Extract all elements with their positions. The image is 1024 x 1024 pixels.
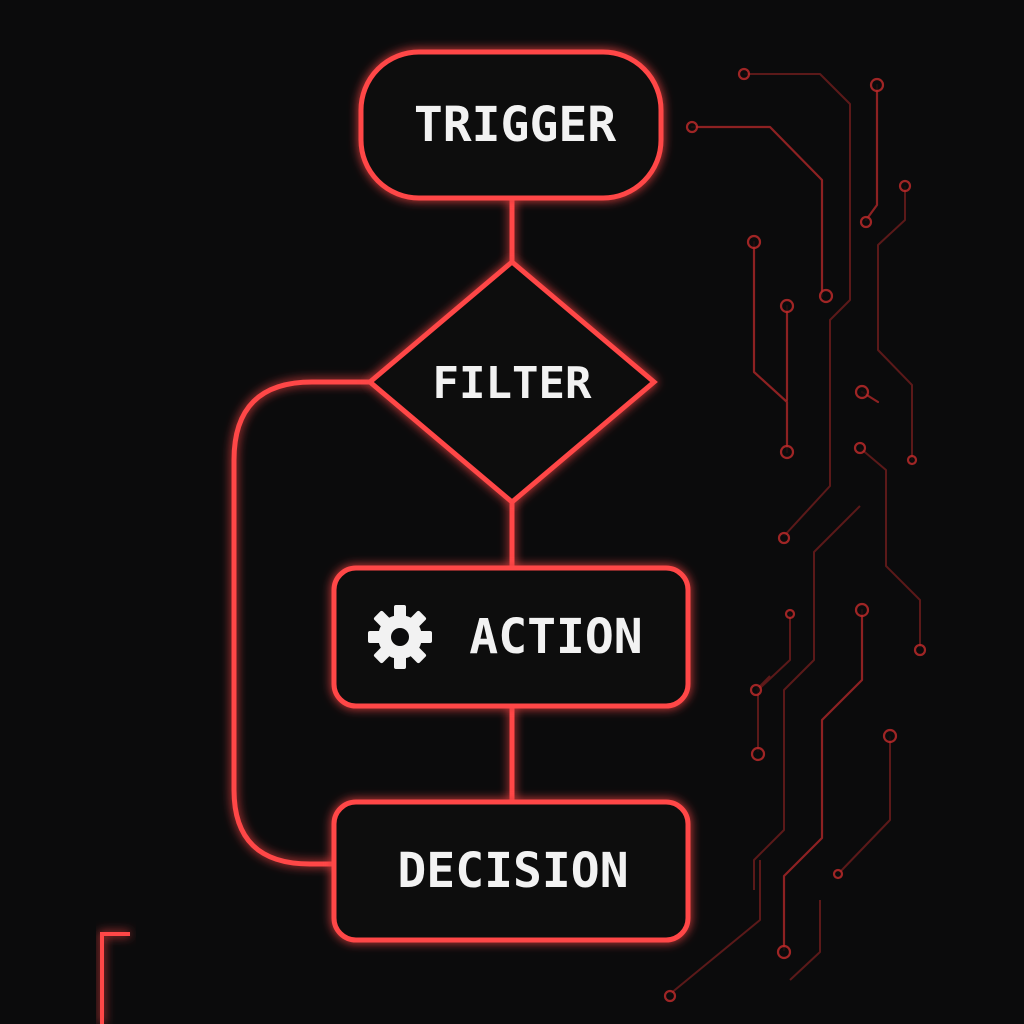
trigger-label: TRIGGER bbox=[414, 97, 616, 153]
gear-icon bbox=[368, 605, 432, 669]
corner-bracket bbox=[100, 932, 130, 1024]
decision-label: DECISION bbox=[397, 843, 628, 899]
action-label: ACTION bbox=[469, 609, 642, 665]
nodes bbox=[331, 49, 691, 943]
edge-decision-filter-loop bbox=[231, 379, 373, 867]
edges bbox=[231, 195, 515, 867]
filter-node[interactable] bbox=[366, 258, 658, 506]
decision-node[interactable] bbox=[331, 799, 691, 943]
circuit-traces bbox=[663, 67, 927, 1003]
filter-label: FILTER bbox=[433, 358, 592, 409]
trigger-node[interactable] bbox=[358, 49, 664, 201]
action-node[interactable] bbox=[331, 565, 691, 709]
